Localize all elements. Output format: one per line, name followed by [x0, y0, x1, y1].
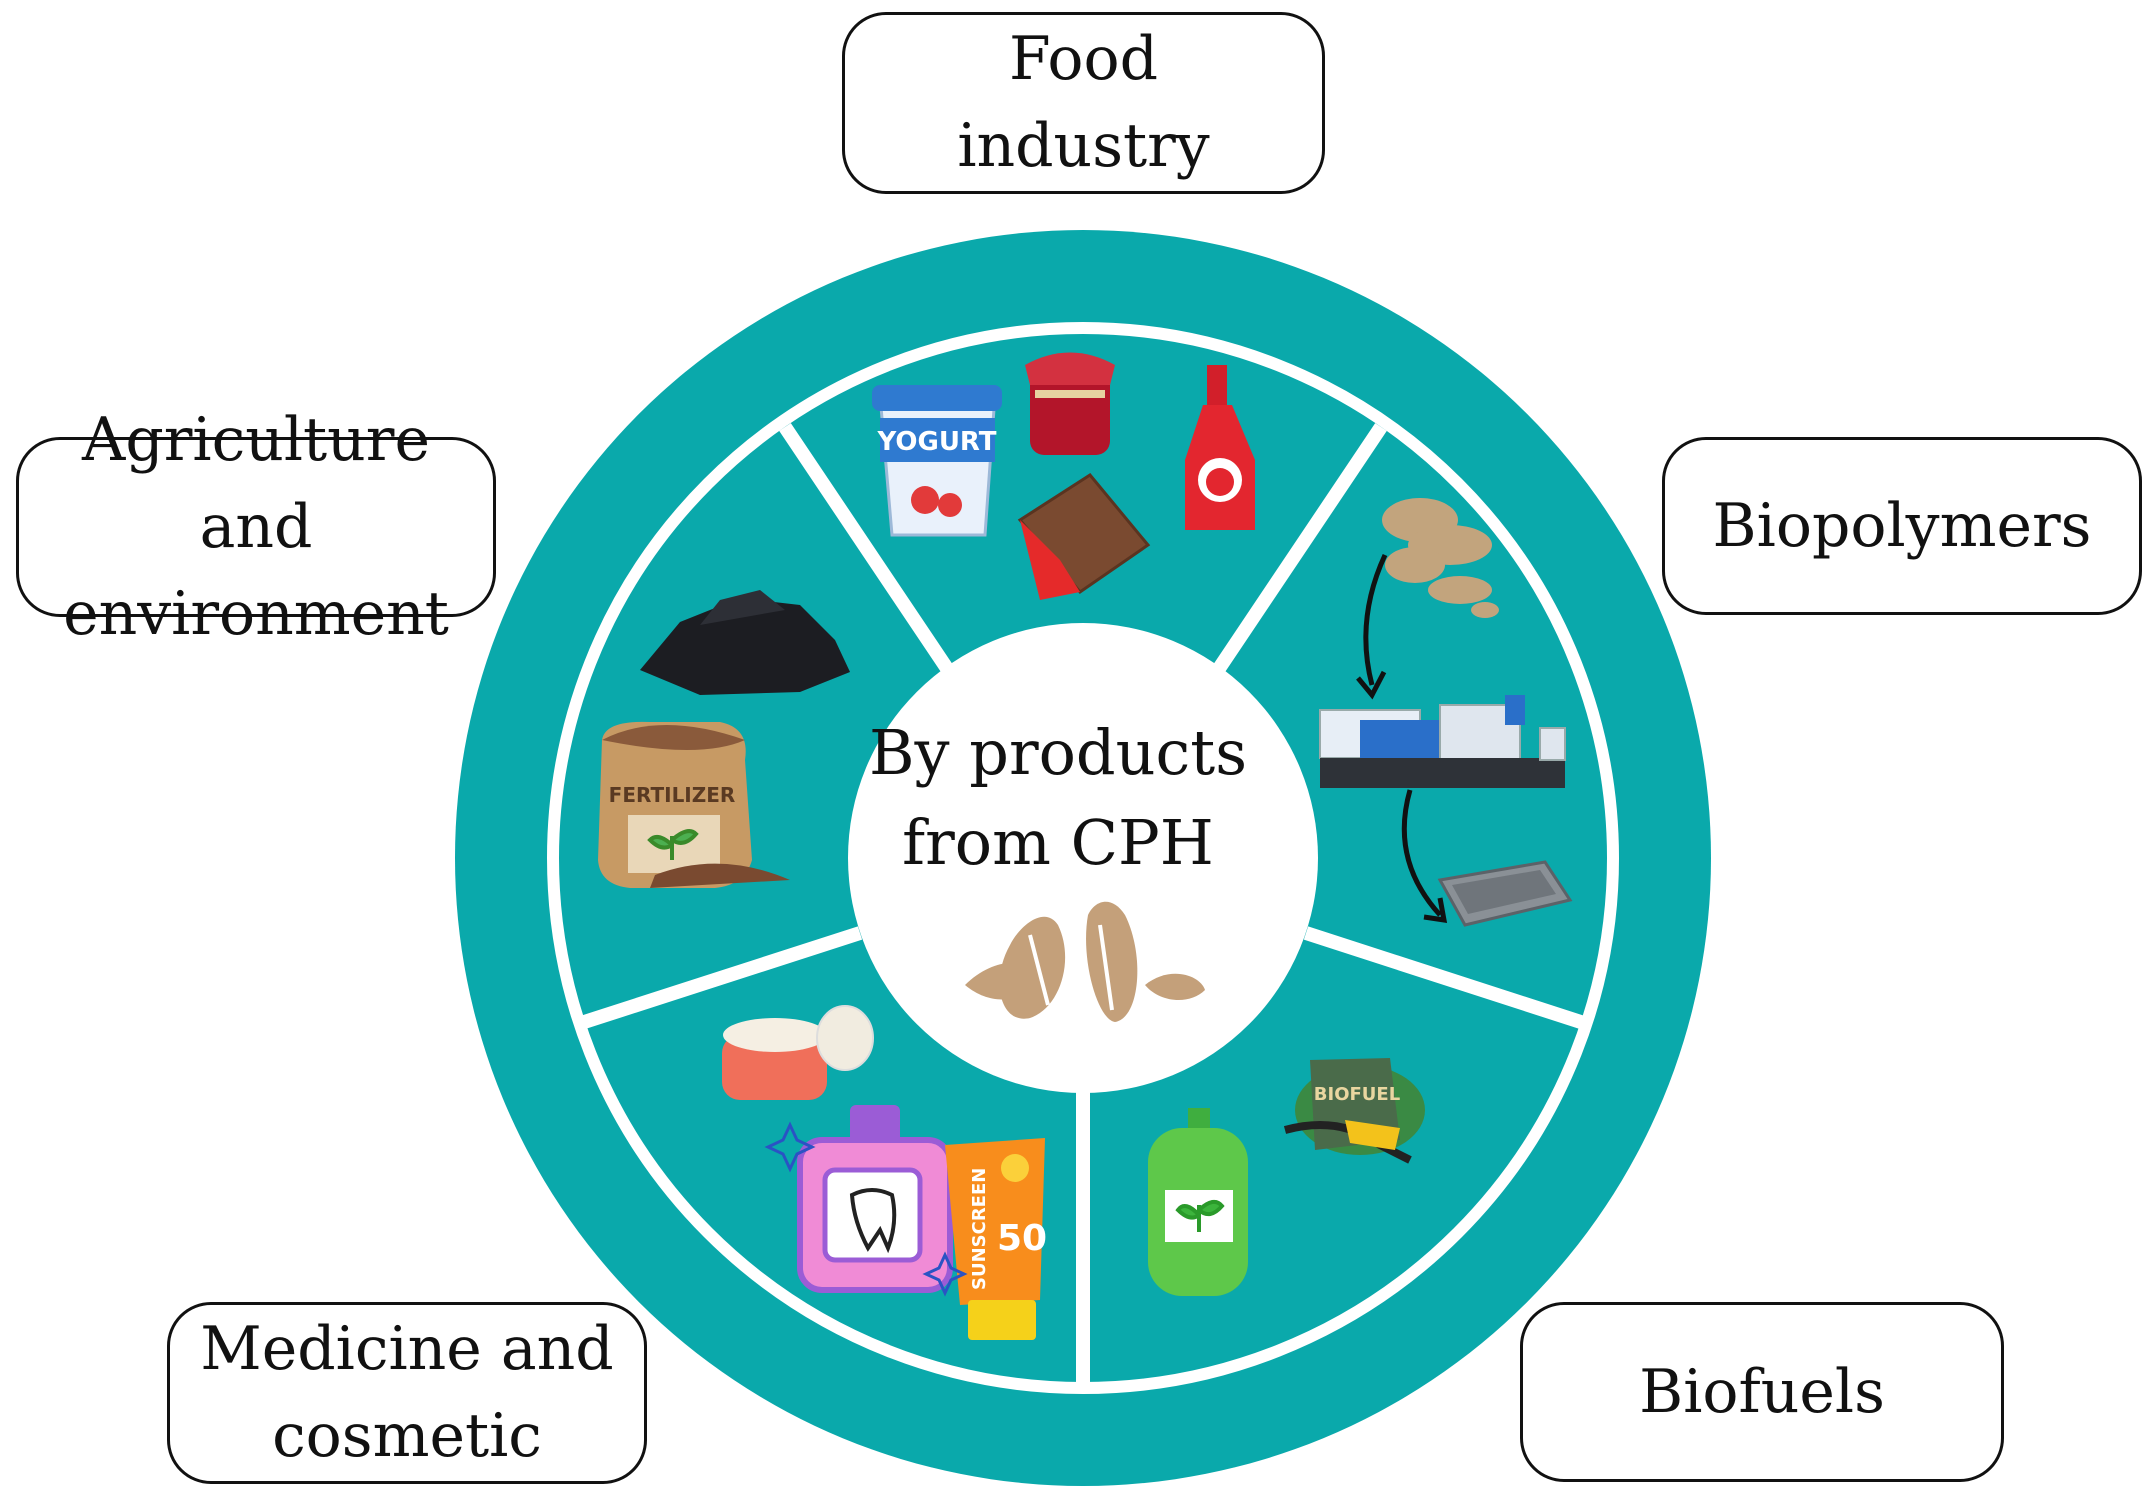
yogurt-cup-icon: YOGURT — [872, 385, 1002, 537]
molded-tray-icon — [1437, 860, 1573, 927]
category-biopolymers: Biopolymers — [1662, 437, 2142, 615]
center-circle — [848, 623, 1318, 1093]
sunscreen-label: SUNSCREEN — [969, 1168, 990, 1290]
biochar-pile-icon — [640, 590, 850, 695]
jam-jar-icon — [1025, 352, 1115, 455]
ring-separator — [547, 322, 1619, 1394]
mouthwash-bottle-icon — [797, 1105, 953, 1293]
biofuel-label: BIOFUEL — [1314, 1084, 1400, 1105]
medicine-line2: cosmetic — [272, 1401, 542, 1471]
sector-dividers — [572, 423, 1593, 1385]
yogurt-label: YOGURT — [876, 427, 996, 457]
food-line1: Food — [1008, 24, 1158, 94]
sparkle-icons — [764, 1121, 968, 1297]
sunscreen-tube-icon: 50 SUNSCREEN — [945, 1138, 1047, 1340]
agriculture-line2: environment — [63, 578, 449, 649]
pellets-icon — [1382, 498, 1499, 618]
spf-label: 50 — [997, 1218, 1047, 1259]
process-arrow-icon — [1363, 553, 1388, 686]
process-arrow-2-icon — [1401, 789, 1442, 917]
arrowhead-icon — [1356, 670, 1387, 700]
food-line2: industry — [957, 111, 1210, 181]
biofuels-line1: Biofuels — [1639, 1356, 1885, 1427]
center-line2: from CPH — [902, 805, 1214, 879]
injection-molding-machine-icon — [1319, 695, 1566, 788]
medicine-line1: Medicine and — [200, 1314, 614, 1384]
fertilizer-sack-icon: FERTILIZER — [598, 721, 790, 888]
center-label: By products from CPH — [858, 708, 1258, 888]
agriculture-line1: Agriculture and — [82, 404, 430, 562]
arrowhead-2-icon — [1423, 897, 1448, 923]
category-food-industry: Food industry — [842, 12, 1325, 194]
biopolymers-line1: Biopolymers — [1712, 490, 2092, 561]
ketchup-bottle-icon — [1185, 365, 1255, 530]
cacao-pod-icon — [965, 901, 1205, 1022]
category-biofuels: Biofuels — [1520, 1302, 2004, 1482]
cream-jar-icon — [722, 1005, 874, 1100]
center-line1: By products — [868, 716, 1248, 789]
category-medicine-cosmetic: Medicine and cosmetic — [167, 1302, 647, 1484]
fertilizer-label: FERTILIZER — [609, 783, 736, 807]
chocolate-bar-icon — [1017, 473, 1151, 600]
biogas-cylinder-icon — [1148, 1108, 1248, 1296]
category-agriculture-environment: Agriculture and environment — [16, 405, 496, 649]
biofuel-canister-icon: BIOFUEL — [1283, 1058, 1425, 1164]
